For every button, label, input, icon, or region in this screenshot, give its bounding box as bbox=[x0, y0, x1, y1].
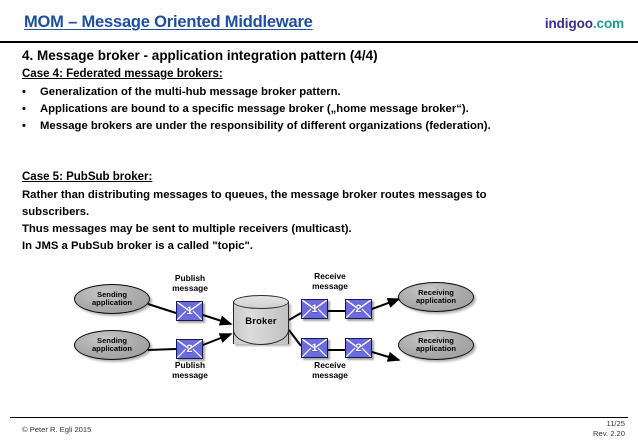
receive-message-caption: Receive message bbox=[300, 271, 360, 291]
node-label-line1: Receiving bbox=[418, 287, 454, 297]
bullet-marker-icon: • bbox=[22, 86, 26, 98]
sending-application-node: Sending application bbox=[74, 330, 150, 360]
page-number: 11/25 bbox=[606, 419, 625, 428]
node-label-line2: application bbox=[91, 298, 133, 307]
envelope-number: 1 bbox=[311, 303, 318, 315]
caption-line1: Publish bbox=[174, 360, 206, 370]
bullet-marker-icon: • bbox=[22, 120, 26, 132]
revision-number: Rev. 2.20 bbox=[593, 429, 625, 439]
paragraph-line: Rather than distributing messages to que… bbox=[22, 189, 487, 201]
paragraph-line: subscribers. bbox=[22, 206, 90, 218]
case4-heading: Case 4: Federated message brokers: bbox=[22, 68, 223, 80]
receiving-application-node: Receiving application bbox=[398, 330, 474, 360]
receive-message-caption: Receive message bbox=[300, 360, 360, 380]
page-title: MOM – Message Oriented Middleware bbox=[24, 13, 313, 31]
receiving-application-node: Receiving application bbox=[398, 282, 474, 312]
caption-line2: message bbox=[312, 370, 348, 381]
bullet-text: Applications are bound to a specific mes… bbox=[40, 103, 469, 115]
envelope-number: 1 bbox=[186, 305, 193, 317]
footer-page-info: 11/25 Rev. 2.20 bbox=[593, 419, 625, 440]
section-heading: 4. Message broker - application integrat… bbox=[22, 48, 378, 63]
envelope-number: 2 bbox=[355, 342, 362, 354]
paragraph-line: Thus messages may be sent to multiple re… bbox=[22, 223, 352, 235]
node-label-line2: application bbox=[415, 344, 457, 353]
caption-line1: Receive bbox=[314, 271, 346, 281]
footer-divider bbox=[10, 417, 628, 419]
bullet-text: Message brokers are under the responsibi… bbox=[40, 120, 491, 132]
bullet-marker-icon: • bbox=[22, 103, 26, 115]
broker-label: Broker bbox=[245, 315, 277, 326]
node-label-line1: Sending bbox=[97, 289, 127, 299]
header-divider bbox=[0, 41, 638, 43]
message-envelope-icon: 2 bbox=[176, 339, 203, 359]
pubsub-broker-diagram: Sending application Sending application … bbox=[0, 268, 638, 398]
publish-message-caption: Publish message bbox=[160, 360, 220, 380]
caption-line2: message bbox=[312, 281, 348, 292]
node-label-line2: application bbox=[91, 344, 133, 353]
footer-copyright: © Peter R. Egli 2015 bbox=[22, 425, 92, 434]
bullet-item: • Applications are bound to a specific me… bbox=[22, 103, 469, 115]
envelope-number: 2 bbox=[186, 343, 193, 355]
bullet-item: • Generalization of the multi-hub message… bbox=[22, 86, 341, 98]
message-envelope-icon: 1 bbox=[176, 301, 203, 321]
slide-header: MOM – Message Oriented Middleware indigo… bbox=[0, 0, 638, 42]
broker-node: Broker bbox=[233, 295, 289, 351]
diagram-connectors bbox=[147, 298, 401, 362]
envelope-number: 2 bbox=[355, 303, 362, 315]
node-label-line1: Sending bbox=[97, 335, 127, 345]
brand-name: indigoo bbox=[544, 16, 593, 31]
caption-line1: Publish bbox=[174, 273, 206, 283]
sending-application-node: Sending application bbox=[74, 284, 150, 314]
bullet-item: • Message brokers are under the responsib… bbox=[22, 120, 491, 132]
node-label-line2: application bbox=[415, 296, 457, 305]
caption-line2: message bbox=[172, 370, 208, 381]
caption-line1: Receive bbox=[314, 360, 346, 370]
paragraph-line: In JMS a PubSub broker is a called "topi… bbox=[22, 240, 254, 252]
envelope-number: 1 bbox=[311, 342, 318, 354]
bullet-text: Generalization of the multi-hub message … bbox=[40, 86, 341, 98]
case5-heading: Case 5: PubSub broker: bbox=[22, 171, 153, 183]
brand-tld: .com bbox=[592, 16, 624, 31]
publish-message-caption: Publish message bbox=[160, 273, 220, 293]
cylinder-top bbox=[233, 295, 289, 309]
message-envelope-icon: 2 bbox=[345, 299, 372, 319]
message-envelope-icon: 1 bbox=[301, 299, 328, 319]
node-label-line1: Receiving bbox=[418, 335, 454, 345]
message-envelope-icon: 1 bbox=[301, 338, 328, 358]
message-envelope-icon: 2 bbox=[345, 338, 372, 358]
brand-logo: indigoo.com bbox=[545, 16, 624, 31]
caption-line2: message bbox=[172, 283, 208, 294]
